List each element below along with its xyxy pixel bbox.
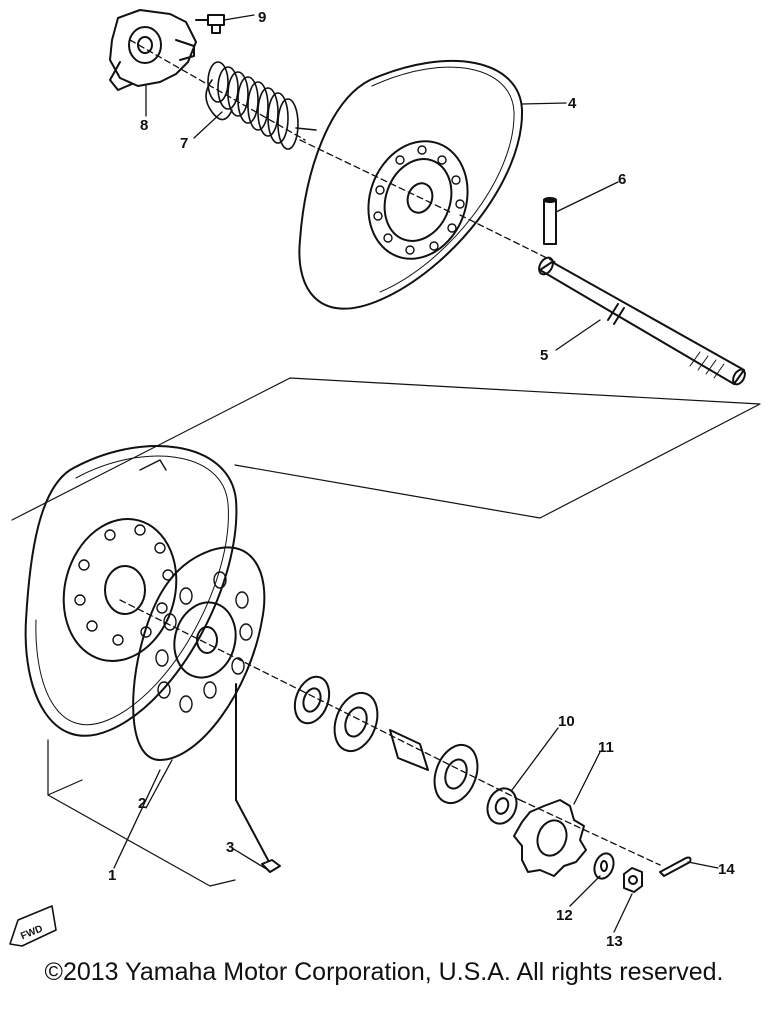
- part-11-sprocket: [513, 799, 587, 877]
- part-3-bolt: [235, 683, 281, 873]
- callout-2: 2: [138, 795, 146, 812]
- part-10-collar: [486, 787, 518, 825]
- callout-6: 6: [618, 171, 626, 188]
- part-4-sheave: [298, 60, 524, 310]
- bearing-spacer-stack: [293, 675, 479, 805]
- part-14-cotter-pin: [659, 856, 692, 877]
- exploded-parts-diagram: 1 2 3 4 5 6 7 8 9 10 11 12 13 14 FWD: [9, 9, 761, 950]
- callout-14: 14: [718, 861, 735, 878]
- part-6-pin: [543, 197, 557, 245]
- fwd-label: FWD: [19, 924, 44, 943]
- callout-4: 4: [568, 95, 577, 112]
- part-12-washer: [593, 852, 615, 880]
- part-2-plate: [132, 546, 266, 761]
- callout-7: 7: [180, 135, 188, 152]
- callout-12: 12: [556, 907, 573, 924]
- callout-11: 11: [598, 739, 614, 756]
- mounting-frame-outline: [11, 377, 761, 887]
- part-9-nipple: [195, 14, 225, 34]
- fwd-arrow-icon: [9, 905, 57, 947]
- copyright-notice: ©2013 Yamaha Motor Corporation, U.S.A. A…: [44, 958, 724, 986]
- callout-labels: 1 2 3 4 5 6 7 8 9 10 11 12 13 14 FWD: [19, 9, 735, 950]
- callout-5: 5: [540, 347, 548, 364]
- part-5-shaft: [538, 256, 746, 386]
- callout-8: 8: [140, 117, 148, 134]
- callout-10: 10: [558, 713, 575, 730]
- part-13-nut: [623, 867, 643, 893]
- callout-1: 1: [108, 867, 116, 884]
- part-8-bracket: [109, 9, 197, 91]
- assembly-guide-lines: [119, 39, 661, 866]
- callout-3: 3: [226, 839, 234, 856]
- callout-9: 9: [258, 9, 266, 26]
- callout-leader-lines: [113, 14, 719, 933]
- part-7-spring: [205, 61, 317, 150]
- callout-13: 13: [606, 933, 623, 950]
